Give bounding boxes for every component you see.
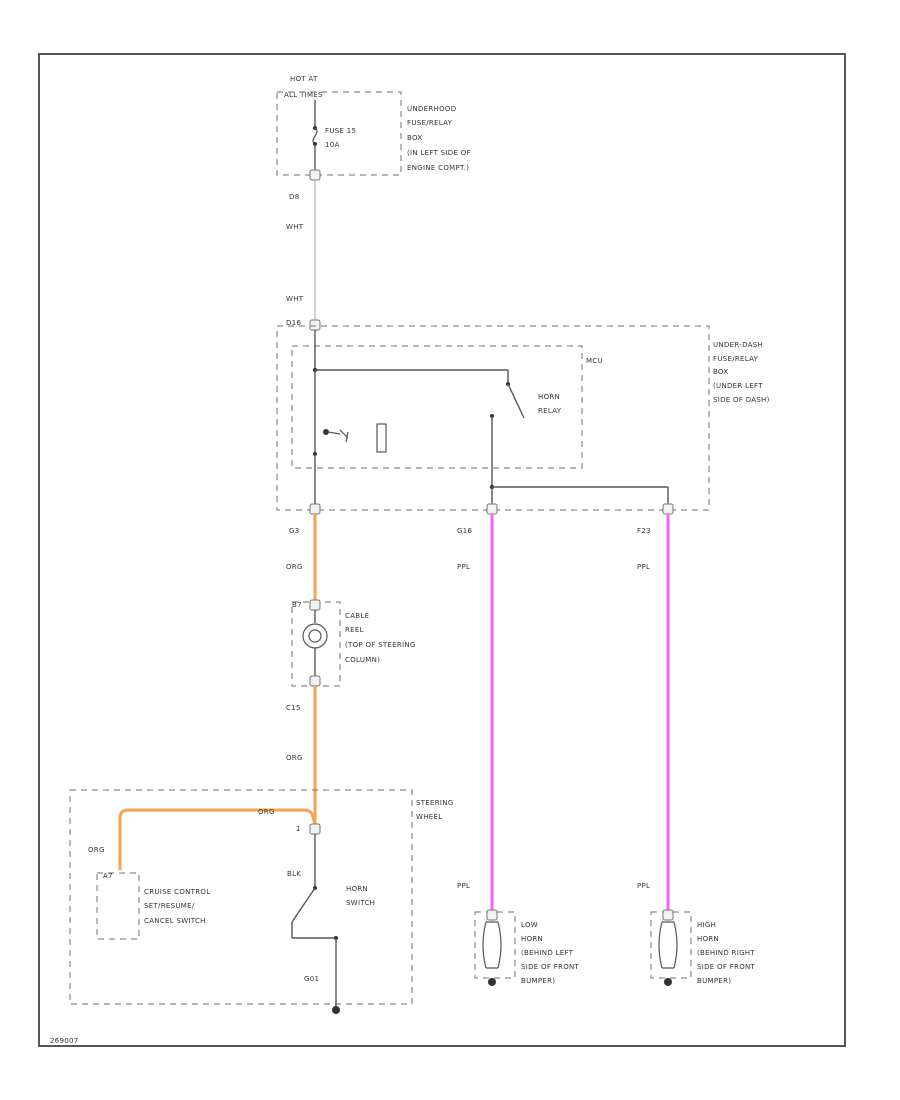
org-wire-label-1: ORG — [286, 563, 303, 571]
high-horn-line-5: BUMPER) — [697, 977, 731, 985]
blk-wire-label: BLK — [287, 870, 301, 878]
high-horn-ground — [664, 978, 672, 986]
connector-c15-label: C15 — [286, 704, 301, 712]
ppl-wire-label-1: PPL — [457, 563, 470, 571]
coil-diode-symbol — [327, 429, 349, 443]
low-horn-terminal — [486, 909, 498, 921]
underhood-fuse-box — [276, 91, 402, 176]
cruise-switch-line-2: SET/RESUME/ — [144, 902, 195, 910]
connector-1-label: 1 — [296, 825, 301, 833]
steering-wheel-box — [69, 789, 413, 1005]
diagram-id: 269007 — [50, 1037, 79, 1045]
underhood-box-line-2: FUSE/RELAY — [407, 119, 453, 127]
low-horn-ground — [488, 978, 496, 986]
high-horn-box — [650, 911, 692, 979]
cable-reel-hub — [308, 629, 322, 643]
hot-at-label: HOT AT — [290, 75, 318, 83]
connector-d16-label: D16 — [286, 319, 301, 327]
cable-reel-box — [291, 601, 341, 687]
high-horn-line-1: HIGH — [697, 921, 716, 929]
terminal-c15 — [309, 675, 321, 687]
underdash-box-line-1: UNDER-DASH — [713, 341, 763, 349]
cable-reel-line-4: COLUMN) — [345, 656, 380, 664]
fuse-15-symbol — [312, 127, 318, 145]
mcu-box — [291, 345, 583, 469]
ppl-wire-label-4: PPL — [637, 882, 650, 890]
underhood-box-line-3: BOX — [407, 134, 422, 142]
connector-g16-label: G16 — [457, 527, 472, 535]
high-horn-terminal — [662, 909, 674, 921]
org-wire-to-cruise — [118, 808, 317, 870]
connector-a7-label: A7 — [103, 872, 113, 880]
terminal-1 — [309, 823, 321, 835]
connector-b7-label: B7 — [292, 601, 302, 609]
low-horn-line-3: (BEHIND LEFT — [521, 949, 574, 957]
terminal-b7 — [309, 599, 321, 611]
high-horn-line-3: (BEHIND RIGHT — [697, 949, 755, 957]
low-horn-line-1: LOW — [521, 921, 538, 929]
horn-switch-line-1: HORN — [346, 885, 368, 893]
underdash-box-line-4: (UNDER LEFT — [713, 382, 763, 390]
fuse-label: FUSE 15 — [325, 127, 356, 135]
low-horn-line-4: SIDE OF FRONT — [521, 963, 580, 971]
connector-g3-label: G3 — [289, 527, 299, 535]
ground-label: G01 — [304, 975, 319, 983]
org-wire-label-3: ORG — [258, 808, 275, 816]
cable-reel-line-1: CABLE — [345, 612, 369, 620]
connector-d8-label: D8 — [289, 193, 299, 201]
underhood-box-line-5: ENGINE COMPT.) — [407, 164, 469, 172]
cruise-switch-line-3: CANCEL SWITCH — [144, 917, 206, 925]
cable-reel-line-2: REEL — [345, 626, 364, 634]
all-times-label: ALL TIMES — [284, 91, 323, 99]
underhood-box-line-1: UNDERHOOD — [407, 105, 456, 113]
fuse-rating: 10A — [325, 141, 340, 149]
horn-relay-contact — [507, 383, 525, 419]
connector-f23-label: F23 — [637, 527, 651, 535]
low-horn-symbol — [482, 921, 502, 969]
relay-coil — [376, 423, 387, 453]
steering-wheel-line-2: WHEEL — [416, 813, 442, 821]
low-horn-line-2: HORN — [521, 935, 543, 943]
cruise-switch-line-1: CRUISE CONTROL — [144, 888, 210, 896]
high-horn-line-2: HORN — [697, 935, 719, 943]
underdash-box-line-3: BOX — [713, 368, 728, 376]
ppl-wire-label-2: PPL — [637, 563, 650, 571]
org-wire-label-2: ORG — [286, 754, 303, 762]
underdash-box-line-5: SIDE OF DASH) — [713, 396, 770, 404]
underdash-box-line-2: FUSE/RELAY — [713, 355, 759, 363]
low-horn-box — [474, 911, 516, 979]
cruise-control-switch-box — [96, 872, 140, 940]
horn-switch-line-2: SWITCH — [346, 899, 375, 907]
terminal-d16 — [309, 319, 321, 331]
mcu-label: MCU — [586, 357, 603, 365]
terminal-g16 — [486, 503, 498, 515]
underhood-box-line-4: (IN LEFT SIDE OF — [407, 149, 471, 157]
ground-point — [332, 1006, 340, 1014]
steering-wheel-line-1: STEERING — [416, 799, 454, 807]
terminal-d8 — [309, 169, 321, 181]
horn-relay-label-1: HORN — [538, 393, 560, 401]
terminal-g3 — [309, 503, 321, 515]
cable-reel-line-3: (TOP OF STEERING — [345, 641, 416, 649]
wht-wire-label-1: WHT — [286, 223, 304, 231]
diagram-frame — [38, 53, 846, 1047]
underdash-fuse-box — [276, 325, 710, 511]
low-horn-line-5: BUMPER) — [521, 977, 555, 985]
cable-reel-symbol — [302, 623, 328, 649]
coil-junction-dot — [323, 429, 329, 435]
wht-wire-label-2: WHT — [286, 295, 304, 303]
org-wire-label-4: ORG — [88, 846, 105, 854]
high-horn-line-4: SIDE OF FRONT — [697, 963, 756, 971]
high-horn-symbol — [658, 921, 678, 969]
ppl-wire-label-3: PPL — [457, 882, 470, 890]
terminal-f23 — [662, 503, 674, 515]
horn-relay-label-2: RELAY — [538, 407, 562, 415]
horn-switch-contact — [291, 887, 316, 923]
